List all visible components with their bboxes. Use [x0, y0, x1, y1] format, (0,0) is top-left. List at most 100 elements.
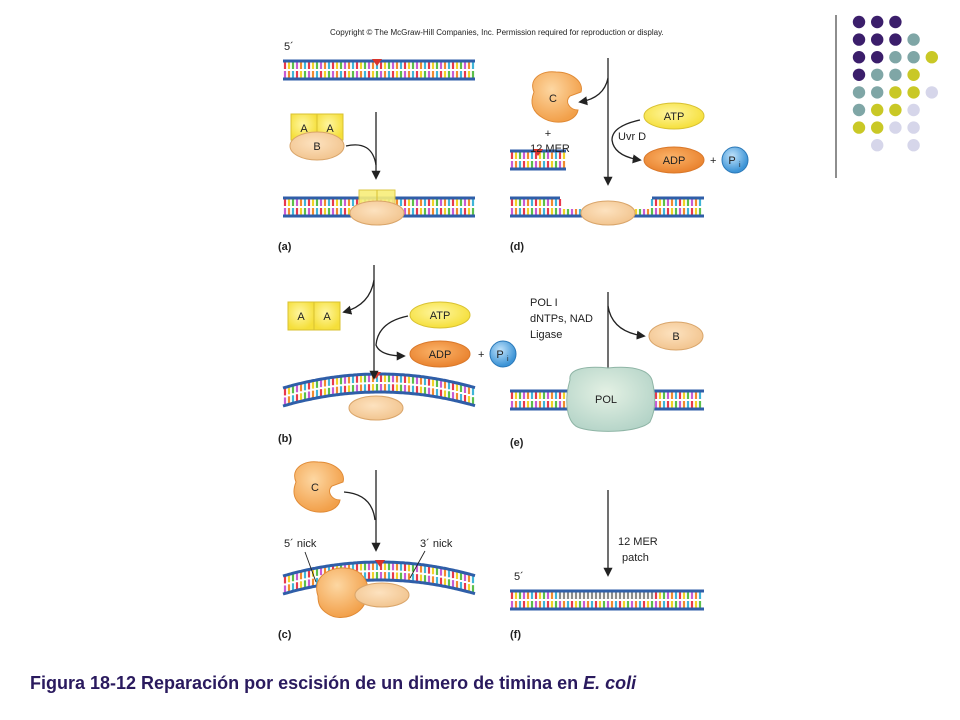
decor-dot [889, 121, 902, 134]
decor-dot [852, 86, 866, 99]
released-protein-b [648, 321, 704, 351]
dna-backbone-bottom [282, 578, 476, 596]
arrow-b-atp [375, 315, 409, 361]
dna-backbone-top [282, 372, 476, 390]
atp-label-d: ATP [664, 111, 685, 123]
dna-strand [510, 149, 566, 171]
released-protein-b-label: B [672, 331, 679, 343]
decor-dot [889, 86, 902, 99]
decor-dot [907, 86, 920, 99]
nick5-pointer [304, 551, 317, 583]
decor-dot [871, 121, 884, 134]
decor-dot [907, 139, 920, 152]
panel-label-d: (d) [510, 241, 524, 253]
decor-dot [889, 103, 902, 117]
arrow-e-release [607, 305, 646, 340]
patch-label-line1: 12 MER [618, 536, 658, 548]
arrow-d-atp [611, 119, 642, 164]
decor-dot [871, 51, 884, 64]
decor-dot [889, 68, 902, 82]
decor-dot [871, 103, 884, 117]
dna-backbone-bottom [282, 390, 476, 408]
ligase-label: Ligase [530, 329, 562, 341]
nick3-pointer [409, 550, 426, 579]
phosphate-label-b: P [496, 349, 503, 361]
released-a-right [313, 301, 341, 331]
five-prime-label: 5´ [284, 41, 294, 53]
bound-protein-b-a [349, 200, 405, 226]
decor-dot [907, 51, 920, 64]
phosphate-label-d: P [728, 155, 735, 167]
panel-label-c: (c) [278, 629, 292, 641]
panel-label-a: (a) [278, 241, 292, 253]
patch-label-line2: patch [622, 552, 649, 564]
nick5-label: 5´ nick [284, 538, 317, 550]
bound-protein-b-d [580, 200, 636, 226]
decorative-dot-grid [852, 15, 938, 152]
adp-label-b: ADP [429, 349, 452, 361]
phosphate-sub-d: i [739, 162, 741, 169]
protein-a-left-label: A [300, 123, 308, 135]
adp-molecule-d [643, 146, 705, 174]
five-prime-label-f: 5´ [514, 571, 524, 583]
arrow-c-curve [343, 491, 376, 521]
protein-c-c [293, 461, 344, 513]
panel-label-f: (f) [510, 629, 521, 641]
arrow-b-release [342, 279, 375, 315]
dna-strand [282, 372, 476, 408]
decor-dot [907, 33, 920, 46]
dna-strand [283, 59, 475, 81]
decor-dot [871, 15, 884, 29]
decor-dot [907, 103, 920, 117]
protein-c-label-c: C [311, 482, 319, 494]
released-a-left-label: A [297, 311, 305, 323]
protein-c-label-d: C [549, 93, 557, 105]
panel-label-e: (e) [510, 437, 524, 449]
decor-dot [871, 139, 884, 152]
caption-species: E. coli [583, 673, 637, 693]
mer12-label-d: 12 MER [530, 143, 570, 155]
decor-dot [852, 121, 866, 134]
decor-dot [871, 86, 884, 99]
decor-dot [852, 51, 866, 64]
pol-enzyme [566, 366, 656, 432]
plus-sign-d: + [545, 128, 551, 140]
decor-dot [925, 86, 938, 99]
phosphate-sub-b: i [507, 356, 509, 363]
adp-label-d: ADP [663, 155, 686, 167]
decor-dot [889, 33, 902, 46]
pol-label: POL [595, 394, 617, 406]
phosphate-b [489, 340, 517, 368]
copyright-notice: Copyright © The McGraw-Hill Companies, I… [330, 28, 664, 37]
decor-dot [907, 68, 920, 82]
decor-dot [871, 68, 884, 82]
released-a-right-label: A [323, 311, 331, 323]
phosphate-d [721, 146, 749, 174]
released-a-left [287, 301, 315, 331]
dna-strand [510, 589, 704, 611]
thymine-dimer-marker [372, 59, 382, 66]
decor-dot [889, 51, 902, 64]
protein-b-label: B [313, 141, 320, 153]
arrow-d-release [578, 77, 609, 106]
nick3-label: 3´ nick [420, 538, 453, 550]
decor-dot [852, 68, 866, 82]
adp-molecule-b [409, 340, 471, 368]
bound-protein-b-c [354, 582, 410, 608]
protein-c-d [531, 71, 582, 123]
decor-dot [889, 15, 902, 29]
plus-sign-b: + [478, 349, 484, 361]
thymine-dimer-marker [375, 560, 385, 568]
decor-dot [907, 121, 920, 134]
panel-label-b: (b) [278, 433, 292, 445]
bound-protein-b-b [348, 395, 404, 421]
atp-label-b: ATP [430, 310, 451, 322]
atp-molecule-b [409, 301, 471, 329]
decor-dot [871, 33, 884, 46]
decor-dot [925, 51, 938, 64]
protein-a-right-label: A [326, 123, 334, 135]
caption-main: Figura 18-12 Reparación por escisión de … [30, 673, 584, 693]
uvrd-label: Uvr D [618, 131, 646, 143]
decor-dot [852, 33, 866, 46]
